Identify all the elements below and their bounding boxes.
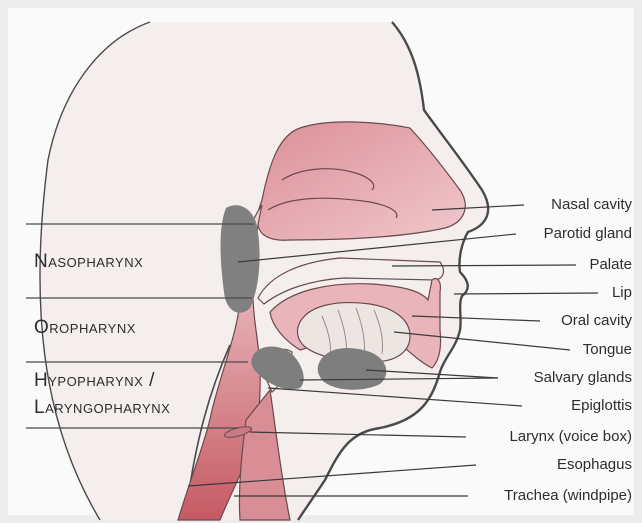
label-epiglottis: Epiglottis [571, 397, 632, 415]
label-lip: Lip [612, 284, 632, 302]
label-nasal-cavity: Nasal cavity [551, 196, 632, 214]
label-salivary-glands: Salvary glands [534, 369, 632, 387]
region-label-hypopharynx: Hypopharynx / [34, 370, 155, 392]
parotid-gland [221, 205, 260, 312]
label-larynx: Larynx (voice box) [509, 428, 632, 446]
label-esophagus: Esophagus [557, 456, 632, 474]
label-palate: Palate [589, 256, 632, 274]
label-tongue: Tongue [583, 341, 632, 359]
region-label-laryngopharynx: Laryngopharynx [34, 397, 170, 419]
region-label-nasopharynx: Nasopharynx [34, 251, 143, 273]
region-label-oropharynx: Oropharynx [34, 317, 136, 339]
label-parotid-gland: Parotid gland [544, 225, 632, 243]
label-trachea: Trachea (windpipe) [504, 487, 632, 505]
label-oral-cavity: Oral cavity [561, 312, 632, 330]
